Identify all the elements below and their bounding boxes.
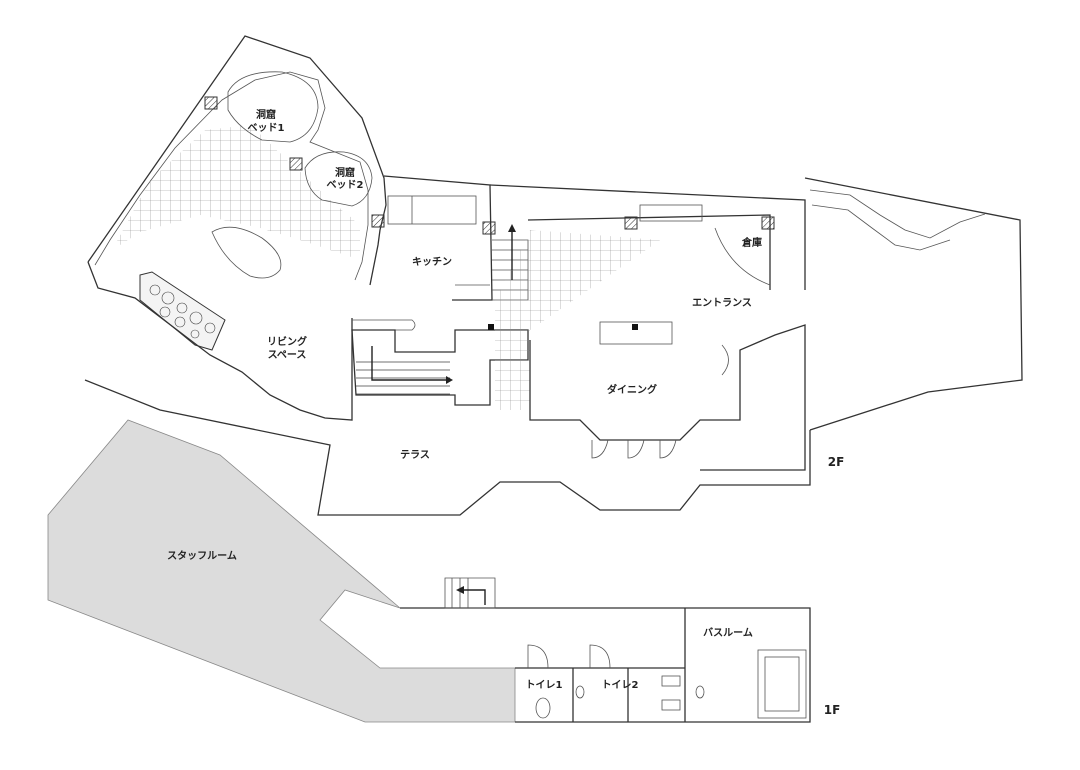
dining-table [599,321,673,345]
center-stairs [356,361,450,395]
kitchen-island [352,319,416,331]
first-floor [47,419,811,723]
center-column [488,324,494,330]
pillar [624,216,638,230]
living-label-line2: スペース [268,349,307,361]
stone-wall [139,271,226,351]
right-wing-wall [804,177,1023,431]
dining-wall [529,324,806,471]
entrance-label: エントランス [692,297,752,309]
ground-stairs [444,577,496,609]
kitchen-label: キッチン [412,256,452,268]
dining-column [632,324,638,330]
entrance-tile-floor [495,230,660,410]
cave-tile-floor [112,125,360,260]
staff-room-label: スタッフルーム [167,550,237,562]
storage-label: 倉庫 [741,236,762,249]
living-inner-wall [94,71,369,281]
ground-building-wall [400,607,811,723]
toilet-2-door [589,644,611,669]
terrace-label: テラス [400,449,430,461]
cave-bed-1-label-line1: 洞窟 [256,108,276,121]
stair-arrow-1f [371,346,446,381]
pillar [761,216,775,230]
cave-bed-1-outline [227,71,319,143]
bathtub [757,649,807,719]
top-wall [489,184,806,290]
pillar [204,96,218,110]
cave-bed-2-label-line2: ベッド2 [327,179,364,191]
urinal [661,675,681,687]
pillar [482,221,496,235]
floor-label-1f: 1F [824,703,841,717]
stair-arrow-head [508,224,516,232]
kitchen-counter [387,195,477,225]
bathroom-label: バスルーム [703,627,753,639]
urinal [661,699,681,711]
living-outer-wall [87,35,387,286]
dining-label: ダイニング [607,383,657,396]
stair-arrow-head [446,376,453,384]
dining-side-door [721,344,729,376]
dining-door-center [627,439,645,459]
living-label-line1: リビング [267,335,307,348]
living-center-rock [211,226,282,279]
pillar [371,214,385,228]
entrance-top-wall [527,214,771,290]
dining-door-left [591,439,609,459]
staff-room-area [47,419,516,723]
toilet-1-label: トイレ1 [526,679,563,691]
stone-pattern [149,284,216,339]
entrance-counter [639,204,703,222]
second-floor [84,35,1023,516]
ground-stair-arrowhead [456,586,464,594]
cave-bed-2-label-line1: 洞窟 [335,166,355,179]
toilet-2-label: トイレ2 [602,679,639,691]
sink [695,685,705,699]
living-lower-wall [87,261,353,421]
toilet-1-door [527,644,549,669]
cave-bed-2-outline [304,151,373,207]
right-wing-steps-2 [811,204,951,251]
storage-curve [714,227,771,286]
floor-label-2f: 2F [828,455,845,469]
room-labels: 洞窟 ベッド1 洞窟 ベッド2 キッチン 倉庫 エントランス リビング スペース… [167,108,844,717]
sink [575,685,585,699]
cave-bed-1-label-line2: ベッド1 [248,122,285,134]
kitchen-wall [383,175,493,301]
dining-door-right [659,439,677,459]
pillar [289,157,303,171]
toilet-1-bowl [535,697,551,719]
bathtub-inner [764,656,800,712]
terrace-wall [84,379,811,516]
right-wing-steps [809,189,986,239]
ground-stair-arrow [462,589,486,605]
